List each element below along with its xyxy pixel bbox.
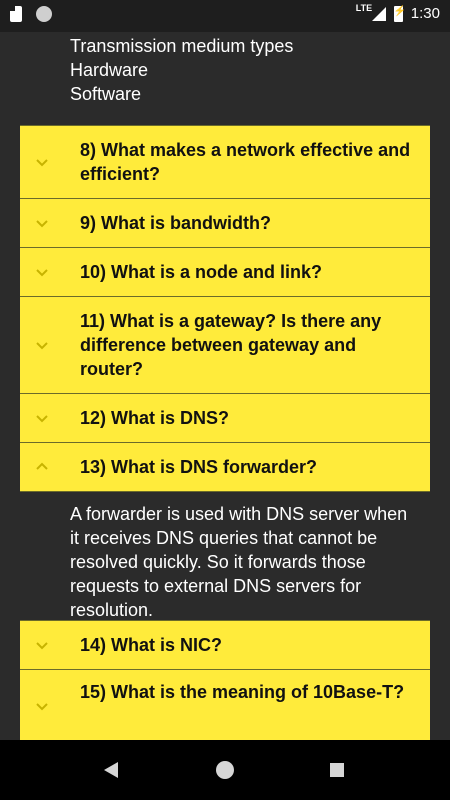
- sd-card-icon: [10, 6, 22, 22]
- faq-item-10[interactable]: 10) What is a node and link?: [20, 248, 430, 297]
- chevron-up-icon: [34, 459, 50, 475]
- intro-line: Transmission medium types: [70, 36, 294, 56]
- chevron-down-icon: [34, 637, 50, 653]
- status-time: 1:30: [410, 5, 440, 22]
- faq-item-12[interactable]: 12) What is DNS?: [20, 394, 430, 443]
- faq-item-8[interactable]: 8) What makes a network effective and ef…: [20, 125, 430, 199]
- faq-question: 13) What is DNS forwarder?: [80, 457, 318, 477]
- faq-question: 9) What is bandwidth?: [80, 213, 271, 233]
- circle-icon: [36, 6, 52, 22]
- back-icon[interactable]: [104, 762, 118, 778]
- faq-item-15[interactable]: 15) What is the meaning of 10Base-T?: [20, 670, 430, 740]
- faq-item-11[interactable]: 11) What is a gateway? Is there any diff…: [20, 297, 430, 394]
- chevron-down-icon: [34, 337, 50, 353]
- faq-question: 11) What is a gateway? Is there any diff…: [80, 311, 382, 379]
- lte-label: LTE: [355, 2, 373, 13]
- intro-line: Hardware: [70, 60, 149, 80]
- faq-question: 10) What is a node and link?: [80, 262, 323, 282]
- chevron-down-icon: [34, 215, 50, 231]
- faq-question: 14) What is NIC?: [80, 635, 223, 655]
- faq-question: 15) What is the meaning of 10Base-T?: [80, 682, 405, 702]
- intro-text: Transmission medium types Hardware Softw…: [70, 36, 293, 106]
- intro-line: Software: [70, 84, 142, 104]
- chevron-down-icon: [34, 154, 50, 170]
- signal-icon: [371, 6, 386, 21]
- faq-item-9[interactable]: 9) What is bandwidth?: [20, 199, 430, 248]
- chevron-down-icon: [34, 410, 50, 426]
- chevron-down-icon: [34, 698, 50, 714]
- recent-apps-icon[interactable]: [330, 763, 344, 777]
- status-bar: LTE 1:30: [0, 0, 450, 32]
- faq-answer: A forwarder is used with DNS server when…: [70, 504, 408, 620]
- home-icon[interactable]: [216, 761, 234, 779]
- navigation-bar: [0, 740, 450, 800]
- faq-question: 8) What makes a network effective and ef…: [80, 140, 411, 184]
- faq-accordion: 8) What makes a network effective and ef…: [20, 125, 430, 740]
- faq-item-14[interactable]: 14) What is NIC?: [20, 620, 430, 670]
- chevron-down-icon: [34, 264, 50, 280]
- faq-question: 12) What is DNS?: [80, 408, 230, 428]
- faq-item-13[interactable]: 13) What is DNS forwarder?: [20, 443, 430, 492]
- content-scroll[interactable]: Transmission medium types Hardware Softw…: [0, 32, 450, 740]
- battery-icon: [393, 5, 406, 22]
